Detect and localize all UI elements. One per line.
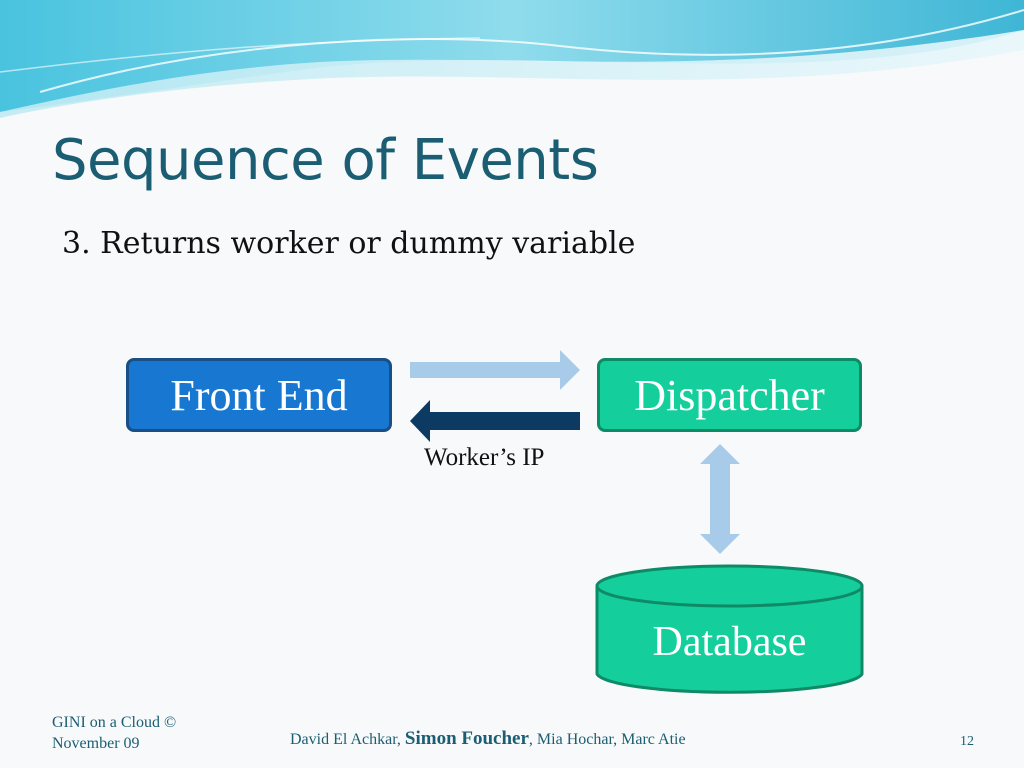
- dispatcher-database-arrow: [700, 444, 740, 554]
- front-end-label: Front End: [170, 370, 348, 420]
- request-arrow: [410, 350, 580, 390]
- database-cylinder: [595, 564, 864, 694]
- page-number: 12: [960, 734, 974, 749]
- slide-title: Sequence of Events: [52, 128, 599, 193]
- slide-subtitle: 3. Returns worker or dummy variable: [62, 226, 636, 261]
- dispatcher-label: Dispatcher: [634, 370, 825, 420]
- response-arrow: [410, 400, 580, 442]
- database-label: Database: [652, 619, 807, 665]
- footer-authors: David El Achkar, Simon Foucher, Mia Hoch…: [290, 728, 686, 750]
- authors-prefix: David El Achkar,: [290, 731, 405, 748]
- footer-left: GINI on a Cloud © November 09: [52, 712, 212, 754]
- header-wave-decoration: [0, 0, 1024, 118]
- authors-suffix: , Mia Hochar, Marc Atie: [528, 731, 686, 748]
- footer-course: GINI on a Cloud ©: [52, 714, 177, 731]
- footer-date: November 09: [52, 735, 140, 752]
- front-end-box: Front End: [126, 358, 392, 432]
- authors-presenter: Simon Foucher: [404, 728, 529, 749]
- worker-ip-label: Worker’s IP: [424, 444, 545, 471]
- dispatcher-box: Dispatcher: [597, 358, 862, 432]
